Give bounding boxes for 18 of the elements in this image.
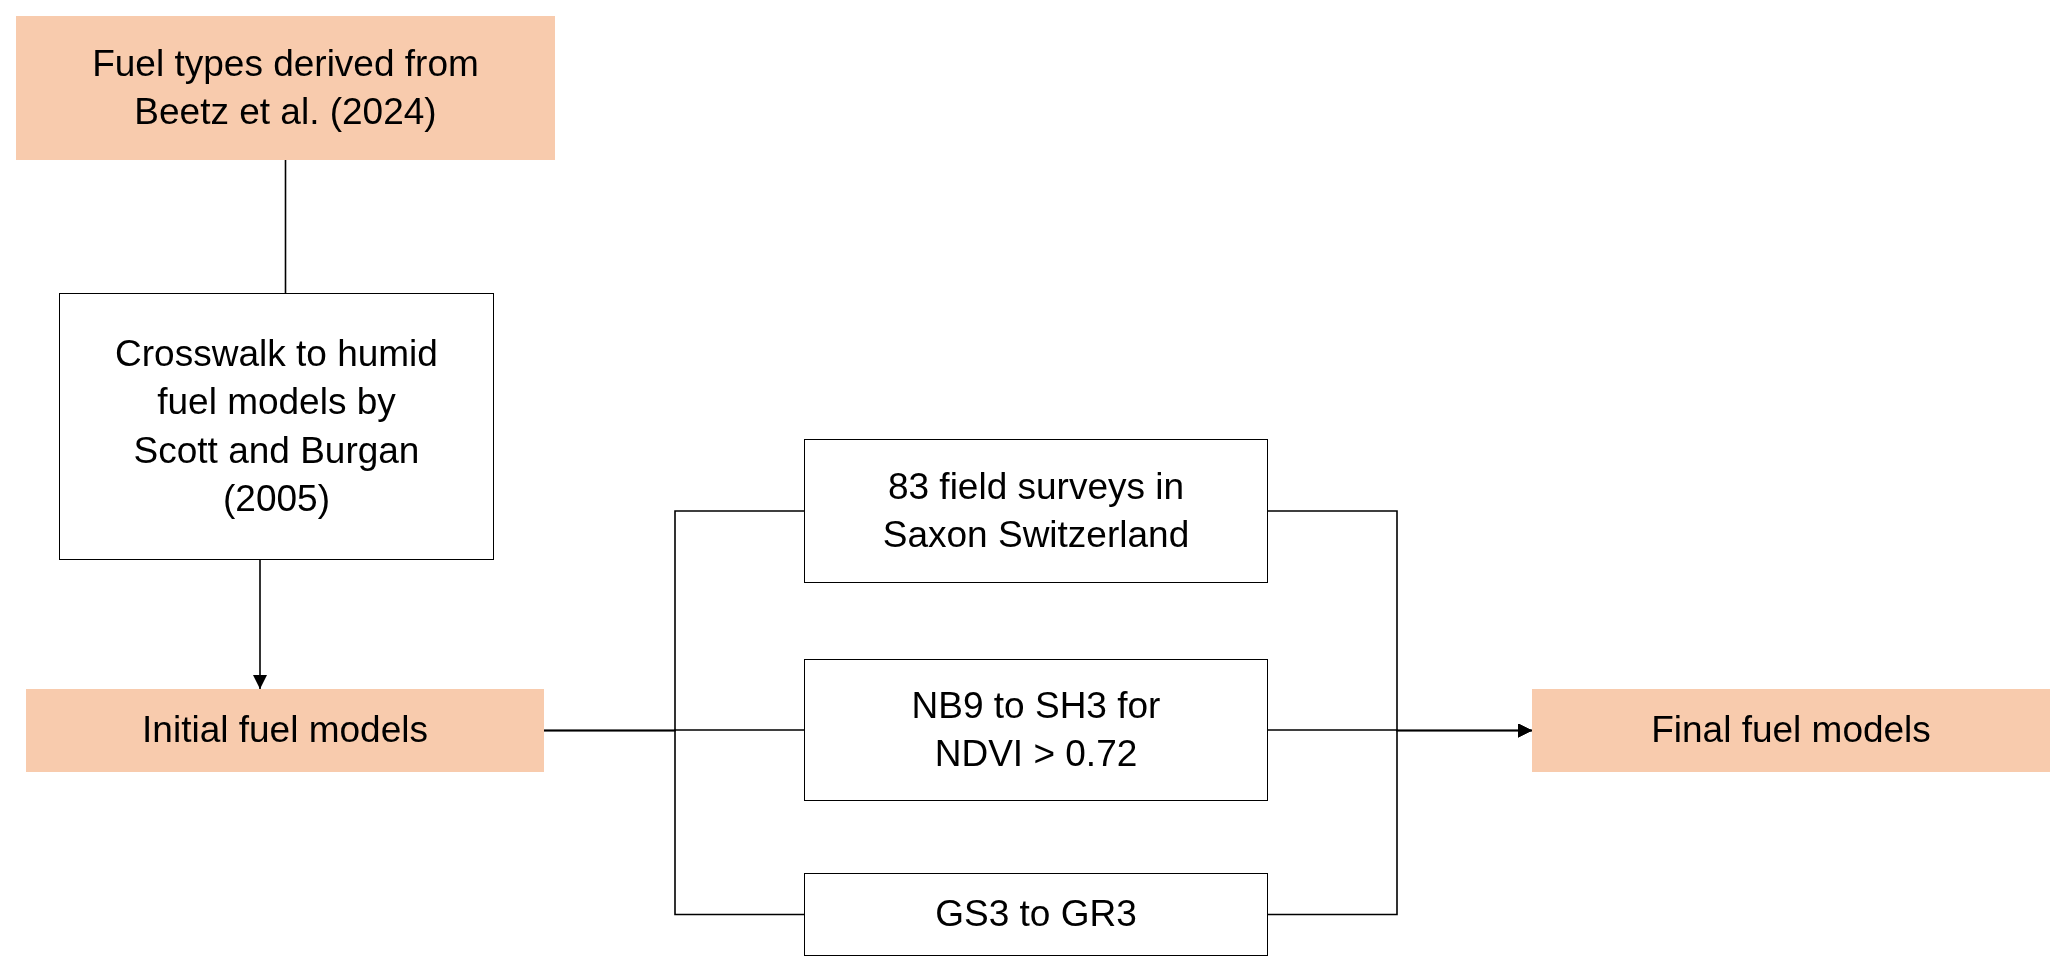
- data-box: [26, 689, 544, 772]
- box-label: GS3 to GR3: [934, 892, 1138, 937]
- box-label: 83 field surveys in Saxon Switzerland: [881, 464, 1191, 557]
- source-box: [16, 16, 555, 160]
- process-box: [804, 873, 1268, 956]
- box-label: Final fuel models: [1650, 708, 1932, 753]
- box-label: Initial fuel models: [141, 708, 429, 753]
- process-box: [59, 293, 494, 560]
- box-label: Fuel types derived from Beetz et al. (2024): [91, 41, 480, 134]
- connector-line: [284, 159, 287, 294]
- process-box: [804, 659, 1268, 801]
- box-label: NB9 to SH3 for NDVI > 0.72: [910, 683, 1162, 776]
- data-box: [1532, 689, 2050, 772]
- arrow: [253, 559, 267, 690]
- box-label: Crosswalk to humid fuel models by Scott and Burgan (2005): [114, 332, 439, 521]
- process-box: [804, 439, 1268, 583]
- connector-line: [543, 729, 805, 916]
- arrow: [1267, 723, 1533, 916]
